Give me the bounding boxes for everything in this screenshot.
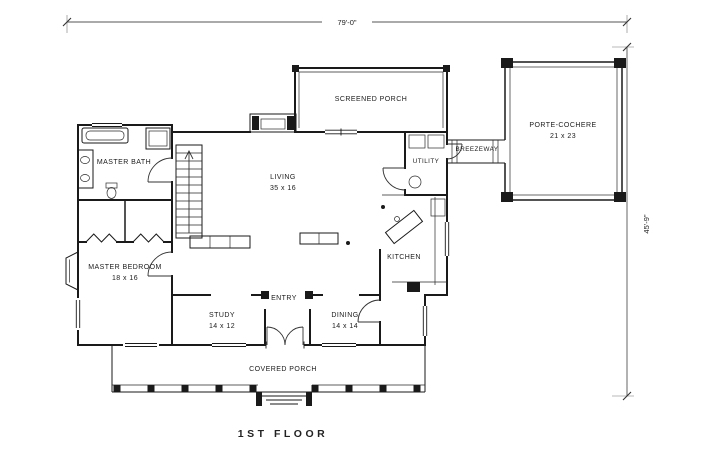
porte-cochere-structure	[501, 58, 626, 202]
staircase	[175, 144, 203, 239]
breezeway-structure	[447, 139, 505, 164]
covered-porch-structure	[111, 345, 426, 406]
interior-walls	[77, 131, 448, 346]
room-label-covered-porch: COVERED PORCH	[249, 366, 317, 373]
room-label-breezeway: BREEZEWAY	[456, 146, 499, 153]
plan-title: 1ST FLOOR	[238, 428, 328, 440]
windows-and-doors	[74, 121, 463, 349]
room-label-master-bath: MASTER BATH	[97, 159, 151, 166]
room-label-porte-cochere: PORTE-COCHERE	[529, 122, 596, 129]
dimension-lines: 79'-0" 45'-9"	[62, 15, 651, 401]
room-size-master-bedroom: 18 x 16	[112, 275, 138, 282]
dim-width-label: 79'-0"	[337, 18, 356, 27]
exterior-walls	[65, 65, 450, 346]
room-label-study: STUDY	[209, 312, 235, 319]
room-size-study: 14 x 12	[209, 323, 235, 330]
room-label-master-bedroom: MASTER BEDROOM	[88, 264, 162, 271]
kitchen-fixtures	[346, 194, 447, 292]
room-label-living: LIVING	[270, 174, 296, 181]
utility-fixtures	[408, 134, 445, 189]
dim-depth-label: 45'-9"	[642, 214, 651, 233]
room-size-living: 35 x 16	[270, 185, 296, 192]
room-labels: SCREENED PORCH PORTE-COCHERE 21 x 23 BRE…	[88, 96, 596, 373]
living-builtins	[189, 232, 339, 249]
bath-fixtures	[77, 127, 171, 199]
room-size-dining: 14 x 14	[332, 323, 358, 330]
room-size-porte-cochere: 21 x 23	[550, 133, 576, 140]
room-label-dining: DINING	[331, 312, 358, 319]
fireplace	[249, 113, 297, 133]
room-label-utility: UTILITY	[413, 158, 440, 165]
room-label-screened-porch: SCREENED PORCH	[335, 96, 407, 103]
room-label-entry: ENTRY	[271, 295, 297, 302]
room-label-kitchen: KITCHEN	[387, 254, 421, 261]
